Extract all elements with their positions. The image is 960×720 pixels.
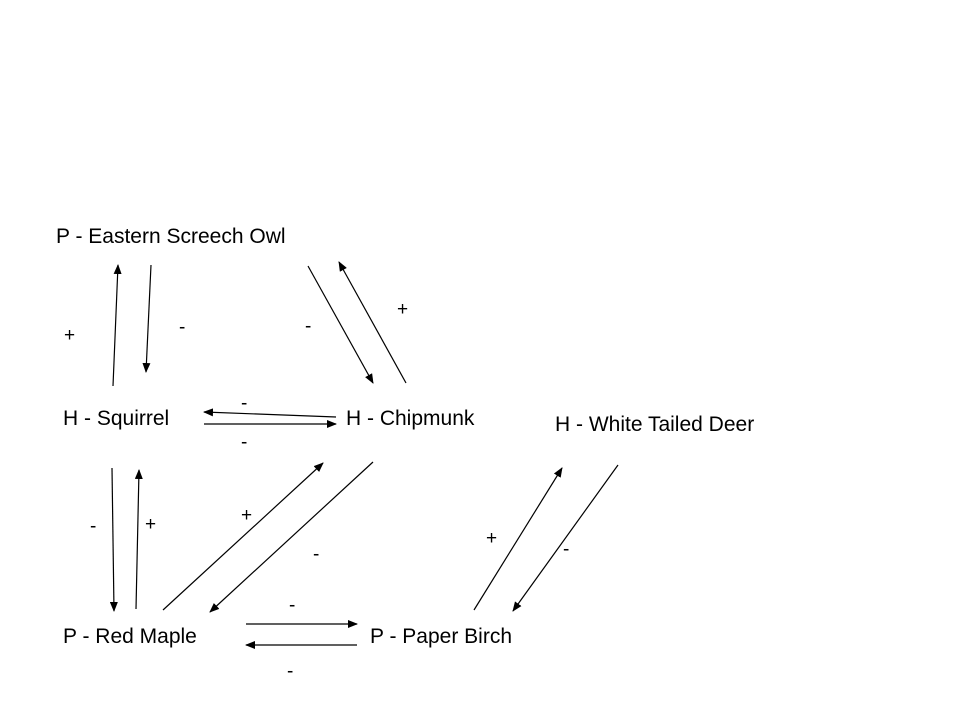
- node-squirrel: H - Squirrel: [63, 407, 170, 430]
- sign-birch-to-maple: -: [287, 661, 294, 682]
- arrow-owl-to-chipmunk: [307, 265, 374, 384]
- sign-squirrel-to-chipmunk: -: [241, 432, 248, 453]
- sign-maple-to-chipmunk: +: [241, 505, 253, 526]
- node-eastern-screech-owl: P - Eastern Screech Owl: [56, 225, 286, 248]
- sign-owl-to-chipmunk: -: [305, 316, 312, 337]
- sign-owl-to-squirrel: -: [179, 317, 186, 338]
- arrow-maple-to-chipmunk: [162, 462, 324, 611]
- sign-maple-to-birch: -: [289, 595, 296, 616]
- sign-chipmunk-to-maple: -: [313, 544, 320, 565]
- arrow-owl-to-squirrel: [142, 264, 152, 373]
- node-white-tailed-deer: H - White Tailed Deer: [555, 413, 755, 436]
- arrow-squirrel-to-owl: [112, 264, 122, 387]
- sign-squirrel-to-owl: +: [64, 325, 76, 346]
- arrow-chipmunk-to-owl: [338, 261, 407, 384]
- node-chipmunk: H - Chipmunk: [346, 407, 475, 430]
- arrow-deer-to-birch: [512, 464, 619, 612]
- arrow-chipmunk-to-squirrel: [203, 408, 337, 418]
- sign-chipmunk-to-owl: +: [397, 299, 409, 320]
- arrow-squirrel-to-maple: [109, 467, 118, 612]
- arrow-birch-to-deer: [473, 467, 563, 611]
- sign-birch-to-deer: +: [486, 528, 498, 549]
- sign-deer-to-birch: -: [563, 539, 570, 560]
- node-red-maple: P - Red Maple: [63, 625, 197, 648]
- arrow-chipmunk-to-maple: [209, 461, 374, 613]
- sign-chipmunk-to-squirrel: -: [241, 393, 248, 414]
- sign-maple-to-squirrel: +: [145, 514, 157, 535]
- sign-squirrel-to-maple: -: [90, 516, 97, 537]
- arrow-maple-to-squirrel: [134, 469, 143, 610]
- node-paper-birch: P - Paper Birch: [370, 625, 513, 648]
